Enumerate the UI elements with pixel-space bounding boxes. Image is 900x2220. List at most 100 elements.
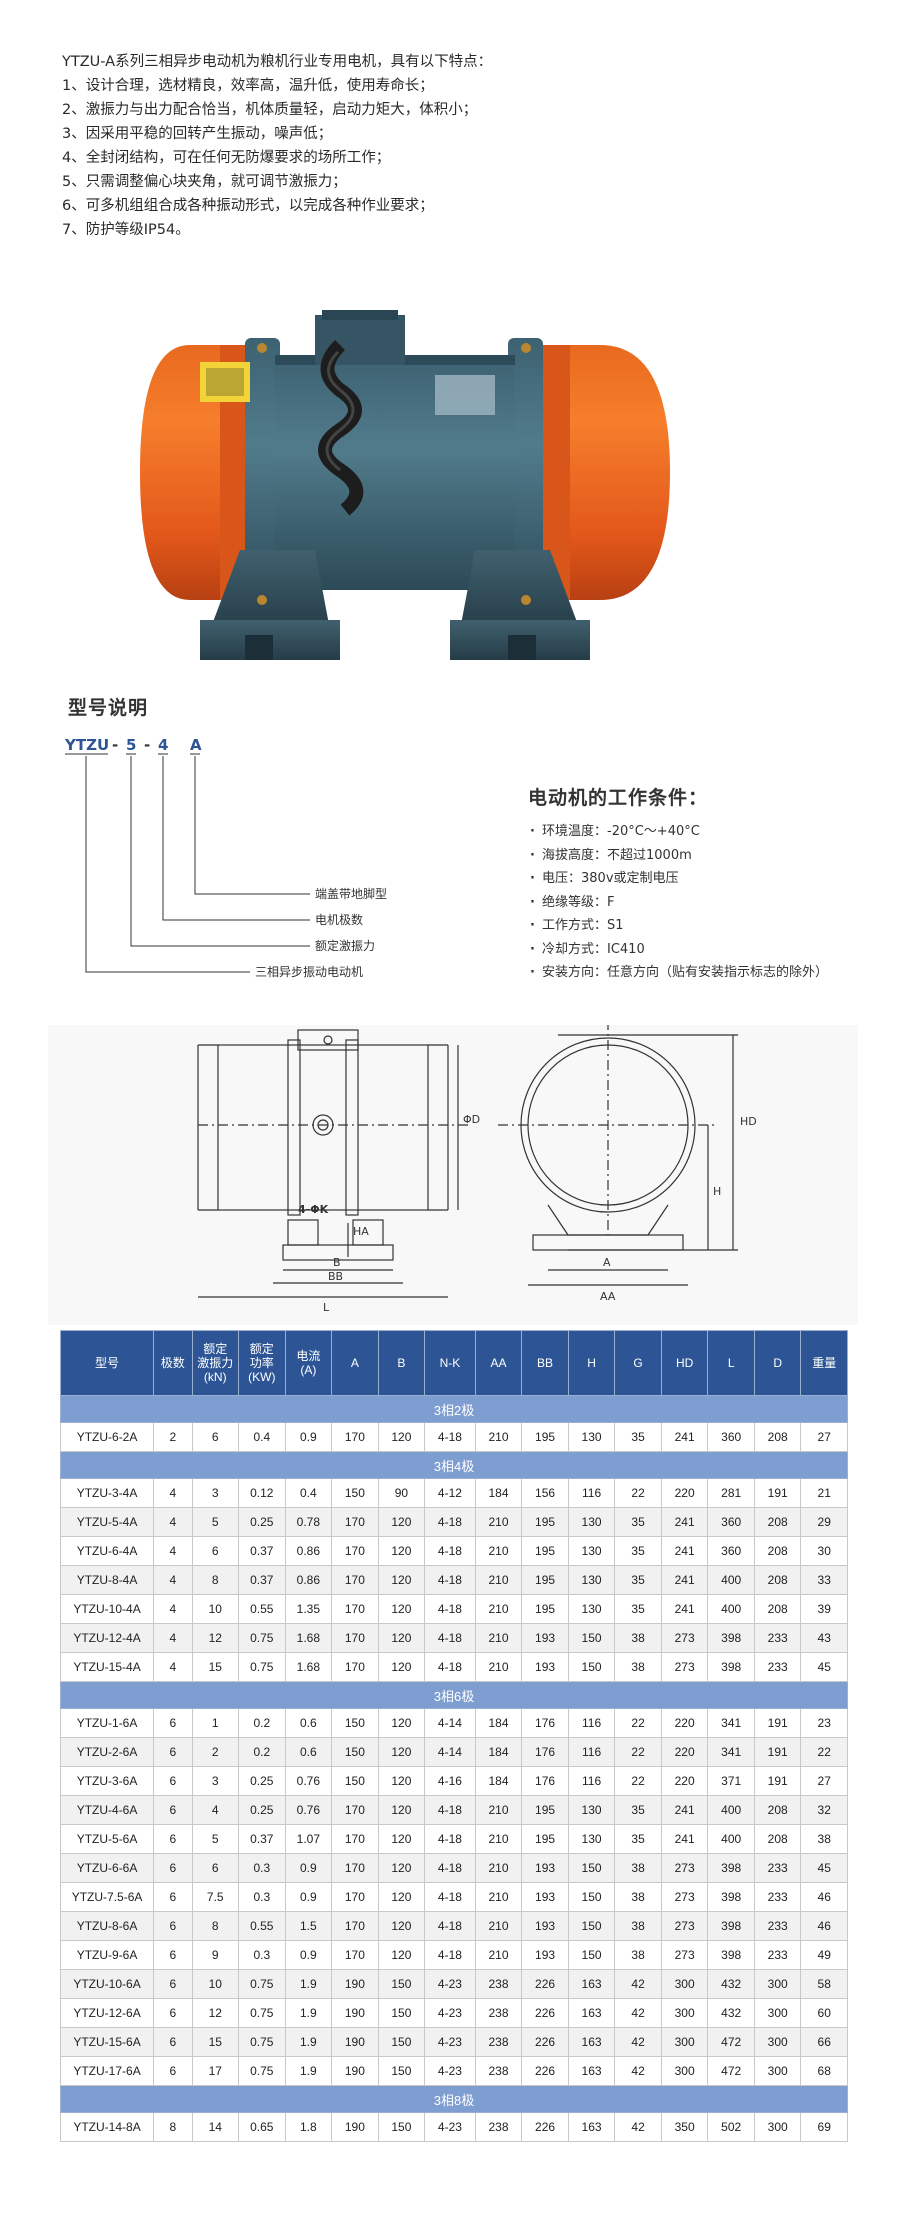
table-cell: 1.07	[284, 1824, 333, 1854]
table-cell: 4-18	[424, 1507, 476, 1537]
column-header: 极数	[153, 1330, 193, 1396]
group-title: 3相6极	[60, 1681, 848, 1709]
column-header: 额定 激振力 (kN)	[191, 1330, 240, 1396]
table-cell: 6	[153, 1969, 193, 1999]
table-cell: 400	[707, 1565, 755, 1595]
column-header: 重量	[800, 1330, 848, 1396]
table-cell: 176	[521, 1737, 569, 1767]
table-cell: 42	[614, 2027, 662, 2057]
table-cell: 472	[707, 2027, 755, 2057]
table-cell: 27	[800, 1422, 848, 1452]
table-cell: 398	[707, 1853, 755, 1883]
column-header: AA	[474, 1330, 523, 1396]
table-cell: 0.55	[238, 1911, 286, 1941]
table-cell: 4-18	[424, 1623, 476, 1653]
table-cell: 38	[614, 1853, 662, 1883]
table-cell: 4	[191, 1795, 240, 1825]
table-cell: 4-14	[424, 1737, 476, 1767]
table-cell: 170	[331, 1853, 379, 1883]
table-cell: 3	[191, 1766, 240, 1796]
feature-line: 7、防护等级IP54。	[62, 222, 190, 238]
table-cell: 4	[153, 1565, 193, 1595]
dim-four-k: 4-ΦK	[298, 1203, 329, 1216]
table-cell: 226	[521, 2112, 569, 2142]
table-cell: 241	[660, 1565, 709, 1595]
table-cell: 4-14	[424, 1708, 476, 1738]
table-cell: 398	[707, 1911, 755, 1941]
table-cell: 210	[474, 1536, 523, 1566]
table-cell: 120	[377, 1737, 426, 1767]
table-cell: 156	[521, 1478, 569, 1508]
table-cell: 341	[707, 1737, 755, 1767]
table-cell: 6	[153, 1737, 193, 1767]
table-cell: 195	[521, 1507, 569, 1537]
model-code-ytzu: YTZU	[64, 736, 109, 754]
table-cell: 208	[753, 1536, 802, 1566]
table-cell: 170	[331, 1422, 379, 1452]
table-cell: 233	[753, 1940, 802, 1970]
table-cell: 210	[474, 1422, 523, 1452]
table-cell: 120	[377, 1911, 426, 1941]
table-cell: YTZU-3-6A	[59, 1766, 155, 1796]
table-cell: 191	[753, 1708, 802, 1738]
table-cell: 208	[753, 1507, 802, 1537]
vibration-motor-image	[140, 310, 670, 660]
table-cell: 0.12	[238, 1478, 286, 1508]
dim-h: H	[713, 1185, 721, 1198]
table-cell: 42	[614, 1998, 662, 2028]
table-cell: 208	[753, 1795, 802, 1825]
table-cell: 2	[153, 1422, 193, 1452]
table-cell: YTZU-5-4A	[59, 1507, 155, 1537]
table-cell: 120	[377, 1422, 426, 1452]
table-cell: 0.75	[238, 1623, 286, 1653]
table-cell: 170	[331, 1623, 379, 1653]
table-cell: 150	[331, 1766, 379, 1796]
table-cell: 58	[800, 1969, 848, 1999]
column-header: H	[567, 1330, 616, 1396]
table-cell: 233	[753, 1652, 802, 1682]
table-cell: 22	[800, 1737, 848, 1767]
table-cell: 300	[660, 2056, 709, 2086]
table-cell: 116	[567, 1478, 616, 1508]
table-cell: 210	[474, 1853, 523, 1883]
column-header: 电流 (A)	[284, 1330, 333, 1396]
feature-line: 1、设计合理，选材精良，效率高，温升低，使用寿命长；	[62, 78, 434, 94]
table-cell: 6	[191, 1536, 240, 1566]
table-cell: 42	[614, 2056, 662, 2086]
table-cell: 432	[707, 1969, 755, 1999]
table-cell: 400	[707, 1594, 755, 1624]
table-cell: 15	[191, 1652, 240, 1682]
condition-item: 环境温度：-20°C～+40°C	[530, 820, 890, 844]
model-exp-poles: 电机极数	[315, 912, 363, 927]
table-cell: 0.37	[238, 1536, 286, 1566]
table-cell: 42	[614, 2112, 662, 2142]
table-cell: 35	[614, 1594, 662, 1624]
table-cell: 38	[614, 1652, 662, 1682]
table-cell: 12	[191, 1623, 240, 1653]
table-cell: 6	[153, 1940, 193, 1970]
table-cell: 170	[331, 1795, 379, 1825]
dim-hd: HD	[740, 1115, 757, 1128]
model-code-type: A	[190, 736, 202, 754]
table-cell: 281	[707, 1478, 755, 1508]
table-cell: 22	[614, 1708, 662, 1738]
table-cell: 226	[521, 1998, 569, 2028]
table-cell: 0.75	[238, 2056, 286, 2086]
table-cell: 1.35	[284, 1594, 333, 1624]
table-cell: 241	[660, 1594, 709, 1624]
table-cell: 1.9	[284, 1969, 333, 1999]
table-cell: 273	[660, 1623, 709, 1653]
table-cell: 400	[707, 1795, 755, 1825]
table-cell: 8	[191, 1911, 240, 1941]
table-cell: 4-23	[424, 1998, 476, 2028]
table-cell: 12	[191, 1998, 240, 2028]
table-cell: 238	[474, 1969, 523, 1999]
